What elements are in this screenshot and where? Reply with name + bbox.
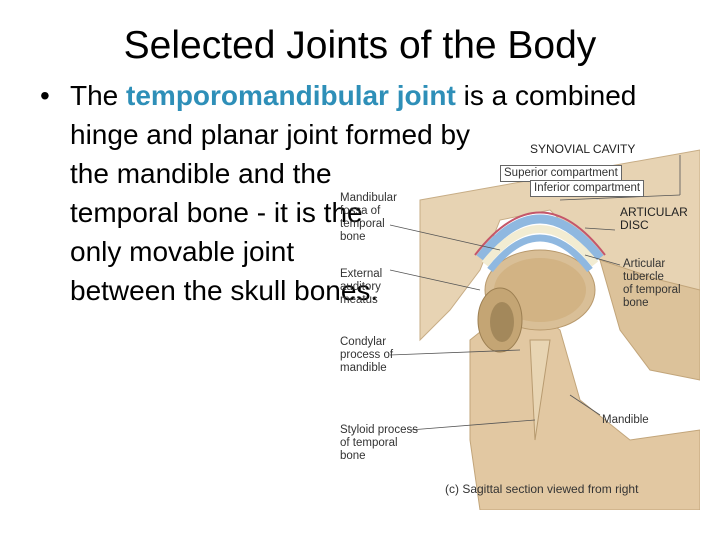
bullet-line-1-end: is a combined (455, 80, 637, 111)
highlight-term: temporomandibular joint (126, 80, 456, 111)
label-articular-disc: ARTICULAR DISC (620, 205, 688, 232)
superior-compartment-shape (476, 214, 604, 261)
label-styloid-process: Styloid process of temporal bone (340, 424, 418, 462)
leader-lines (389, 155, 681, 431)
fossa-outline (474, 211, 606, 256)
label-mandibular-fossa: Mandibular fossa of temporal bone (340, 192, 397, 243)
bullet-line-6: between the skull bones. (70, 275, 379, 306)
label-condylar-process: Condylar process of mandible (340, 336, 394, 374)
label-external-auditory-meatus: External auditory meatus (340, 268, 383, 306)
bullet-marker: • (40, 80, 50, 111)
bullet-line-5: only movable joint (70, 236, 295, 267)
tmj-illustration: SYNOVIAL CAVITY Superior compartment Inf… (330, 140, 700, 510)
tmj-drawing (389, 149, 700, 510)
articular-disc-shape (481, 225, 599, 267)
bullet-line-3: the mandible and the (70, 158, 332, 189)
label-articular-tubercle: Articular tubercle of temporal bone (623, 258, 681, 309)
inferior-compartment-shape (487, 234, 593, 273)
label-synovial-cavity: SYNOVIAL CAVITY (530, 142, 636, 156)
slide-title: Selected Joints of the Body (123, 24, 597, 67)
label-inferior-compartment: Inferior compartment (530, 180, 645, 197)
bullet-line-1: The temporomandibular joint is a combine… (70, 76, 636, 115)
label-mandible: Mandible (602, 414, 649, 426)
bullet-line-4: temporal bone - it is the (70, 197, 363, 228)
bullet-line-2: hinge and planar joint formed by (70, 119, 471, 150)
bullet-line-1-start: The (70, 80, 127, 111)
styloid-shape (529, 339, 551, 441)
figure-caption: (c) Sagittal section viewed from right (445, 482, 639, 496)
ear-canal-inner (490, 302, 514, 342)
tubercle-shape (599, 259, 700, 381)
